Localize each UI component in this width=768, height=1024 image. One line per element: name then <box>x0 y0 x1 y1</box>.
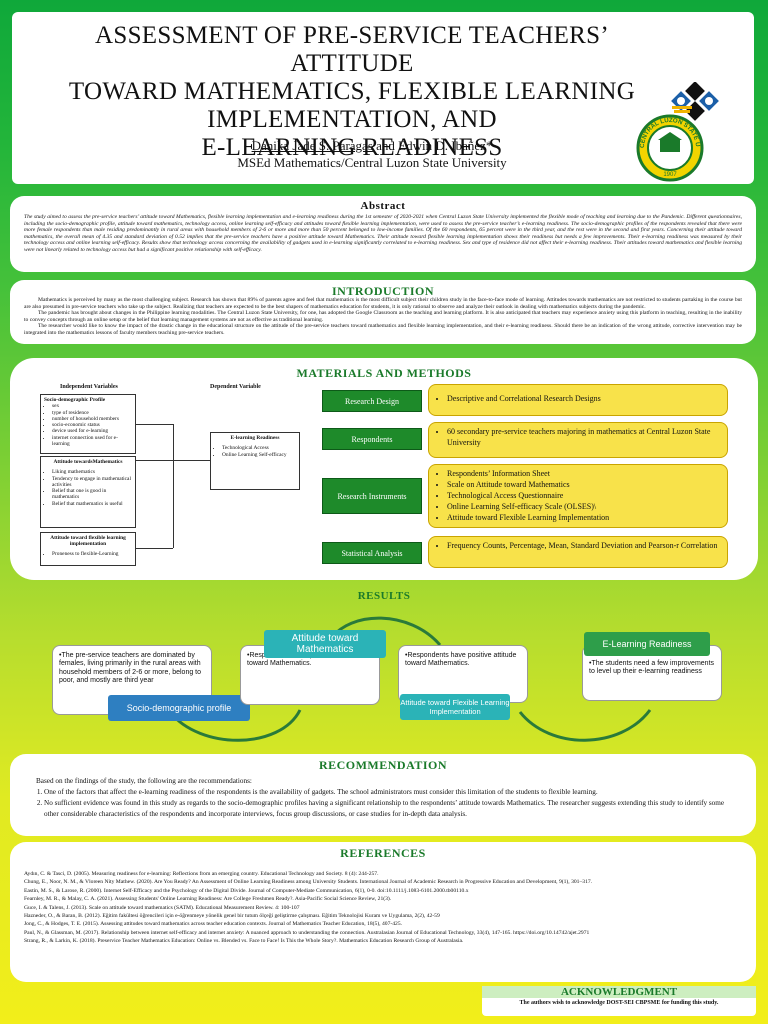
abstract-heading: Abstract <box>360 200 406 212</box>
list-item: One of the factors that affect the e-lea… <box>44 787 740 798</box>
result-socio-demographic-tag: Socio-demographic profile <box>108 695 250 721</box>
list-item: Scale on Attitude toward Mathematics <box>447 479 719 490</box>
list-item: Descriptive and Correlational Research D… <box>447 393 719 404</box>
list-item: Belief that one is good in mathematics <box>52 488 132 501</box>
acknowledgment-text: The authors wish to acknowledge DOST-SEI… <box>519 1000 719 1006</box>
list-item: socio-economic status <box>52 422 132 428</box>
result-e-learning-tag: E-Learning Readiness <box>584 632 710 656</box>
e-learning-readiness-box: E-learning Readiness Technological Acces… <box>210 432 300 490</box>
abstract-text: The study aimed to assess the pre-servic… <box>24 214 742 253</box>
introduction-heading: INTRODUCTION <box>331 284 434 298</box>
socio-demographic-box: Socio-demographic Profile sex type of re… <box>40 394 136 454</box>
university-logos: CENTRAL LUZON STATE UNIVERSITY 1907 <box>632 77 734 188</box>
author-secondary: and Edwin D. Ibañez* <box>372 138 493 153</box>
reference-item: Aydın, C. & Tasci, D. (2005). Measuring … <box>24 871 379 877</box>
authors: Danika Jade S. Paragas and Edwin D. Ibañ… <box>172 138 572 154</box>
independent-variables-heading: Independent Variables <box>60 384 118 390</box>
box-title: Attitude toward flexible learning implem… <box>50 535 126 548</box>
recommendation-panel: RECOMMENDATION Based on the findings of … <box>10 754 756 836</box>
introduction-body: Mathematics is perceived by many as the … <box>24 297 742 337</box>
acknowledgment-panel: ACKNOWLEDGMENT The authors wish to ackno… <box>482 986 756 1016</box>
title-line: IMPLEMENTATION, AND <box>207 106 497 133</box>
box-title: E-learning Readiness <box>230 435 280 441</box>
list-item: Frequency Counts, Percentage, Mean, Stan… <box>447 540 719 551</box>
attitude-flexible-box: Attitude toward flexible learning implem… <box>40 532 136 566</box>
list-item: internet connection used for e-learning <box>52 435 132 448</box>
box-title: Socio-demographic Profile <box>44 397 106 403</box>
acknowledgment-heading: ACKNOWLEDGMENT <box>482 986 756 998</box>
author-primary: Danika Jade S. Paragas <box>251 138 373 153</box>
title-line: E-LEARNING READINESS <box>201 134 503 161</box>
poster-title: ASSESSMENT OF PRE-SERVICE TEACHERS’ ATTI… <box>42 22 662 162</box>
list-item: sex <box>52 403 132 409</box>
svg-text:1907: 1907 <box>663 172 677 178</box>
title-line: TOWARD MATHEMATICS, FLEXIBLE LEARNING <box>68 78 636 105</box>
reference-item: Paul, N., & Glassman, M. (2017). Relatio… <box>24 929 590 936</box>
flow-arrow <box>168 709 302 742</box>
respondents-label: Respondents <box>322 428 422 450</box>
research-design-label: Research Design <box>322 390 422 412</box>
attitude-mathematics-box: Attitude towardsMathematics Liking mathe… <box>40 456 136 528</box>
recommendation-intro: Based on the findings of the study, the … <box>36 777 252 785</box>
title-line: ASSESSMENT OF PRE-SERVICE TEACHERS’ ATTI… <box>95 22 609 77</box>
list-item: Tendency to engage in mathematical activ… <box>52 476 132 489</box>
reference-item: Guce, I. & Talens, J. (2013). Scale on a… <box>24 904 300 911</box>
dost-logo-icon <box>671 81 719 121</box>
flow-arrow <box>518 709 652 742</box>
list-item: number of household members <box>52 416 132 422</box>
list-item: type of residence <box>52 410 132 416</box>
references-body: Aydın, C. & Tasci, D. (2005). Measuring … <box>24 870 742 946</box>
introduction-paragraph: The researcher would like to know the im… <box>24 323 742 336</box>
recommendation-heading: RECOMMENDATION <box>318 758 448 772</box>
list-item: Attitude toward Flexible Learning Implem… <box>447 512 719 523</box>
clsu-seal-icon: CENTRAL LUZON STATE UNIVERSITY 1907 <box>632 77 719 182</box>
box-title: Attitude towardsMathematics <box>53 459 123 465</box>
research-instruments-label: Research Instruments <box>322 478 422 514</box>
list-item: Technological Access Questionnaire <box>447 490 719 501</box>
respondents-box: 60 secondary pre-service teachers majori… <box>428 422 728 458</box>
research-instruments-box: Respondents’ Information Sheet Scale on … <box>428 464 728 528</box>
affiliation: MSEd Mathematics/Central Luzon State Uni… <box>237 155 507 170</box>
result-flexible-learning-text: •Respondents have positive attitude towa… <box>398 645 528 703</box>
introduction-panel: INTRODUCTION Mathematics is perceived by… <box>10 280 756 344</box>
references-panel: REFERENCES Aydın, C. & Tasci, D. (2005).… <box>10 842 756 982</box>
references-heading: REFERENCES <box>340 846 426 860</box>
reference-item: Chung, E., Noor, N. M., & Vloreen Nity M… <box>24 879 593 886</box>
connector-line <box>173 424 174 548</box>
list-item: Technological Access <box>222 445 296 451</box>
list-item: 60 secondary pre-service teachers majori… <box>447 426 719 448</box>
result-attitude-mathematics-tag: Attitude toward Mathematics <box>264 630 386 658</box>
list-item: Liking mathematics <box>52 469 132 475</box>
connector-line <box>136 548 173 549</box>
introduction-paragraph: The pandemic has brought about changes i… <box>24 310 742 323</box>
methods-panel: MATERIALS AND METHODS Independent Variab… <box>10 358 758 580</box>
result-flexible-learning-tag: Attitude toward Flexible Learning Implem… <box>400 694 510 720</box>
reference-item: Jong, C., & Hodges, T. E. (2015). Assess… <box>24 921 403 928</box>
statistical-analysis-box: Frequency Counts, Percentage, Mean, Stan… <box>428 536 728 568</box>
recommendation-body: Based on the findings of the study, the … <box>32 776 740 820</box>
list-item: Online Learning Self-efficacy <box>222 452 296 458</box>
introduction-paragraph: Mathematics is perceived by many as the … <box>24 297 742 310</box>
methods-heading: MATERIALS AND METHODS <box>296 366 472 380</box>
reference-item: Fearnley, M. R., & Malay, C. A. (2021). … <box>24 896 392 903</box>
abstract-panel: Abstract The study aimed to assess the p… <box>10 196 756 272</box>
research-design-box: Descriptive and Correlational Research D… <box>428 384 728 416</box>
list-item: Proneness to flexible-Learning <box>52 551 132 557</box>
connector-line <box>136 424 173 425</box>
results-heading: RESULTS <box>357 590 411 602</box>
reference-item: Eastin, M. S., & Larose, R. (2000). Inte… <box>24 887 469 894</box>
list-item: Belief that mathematics is useful <box>52 501 132 507</box>
list-item: No sufficient evidence was found in this… <box>44 798 740 820</box>
list-item: Online Learning Self-efficacy Scale (OLS… <box>447 501 719 512</box>
list-item: device used for e-learning <box>52 428 132 434</box>
dependent-variable-heading: Dependent Variable <box>210 384 261 390</box>
reference-item: Strang, R., & Larkin, K. (2018). Preserv… <box>24 938 464 945</box>
list-item: Respondents’ Information Sheet <box>447 468 719 479</box>
reference-item: Hazneder, O., & Baran, B. (2012). Eğitim… <box>24 913 440 920</box>
statistical-analysis-label: Statistical Analysis <box>322 542 422 564</box>
title-panel: ASSESSMENT OF PRE-SERVICE TEACHERS’ ATTI… <box>12 12 754 184</box>
